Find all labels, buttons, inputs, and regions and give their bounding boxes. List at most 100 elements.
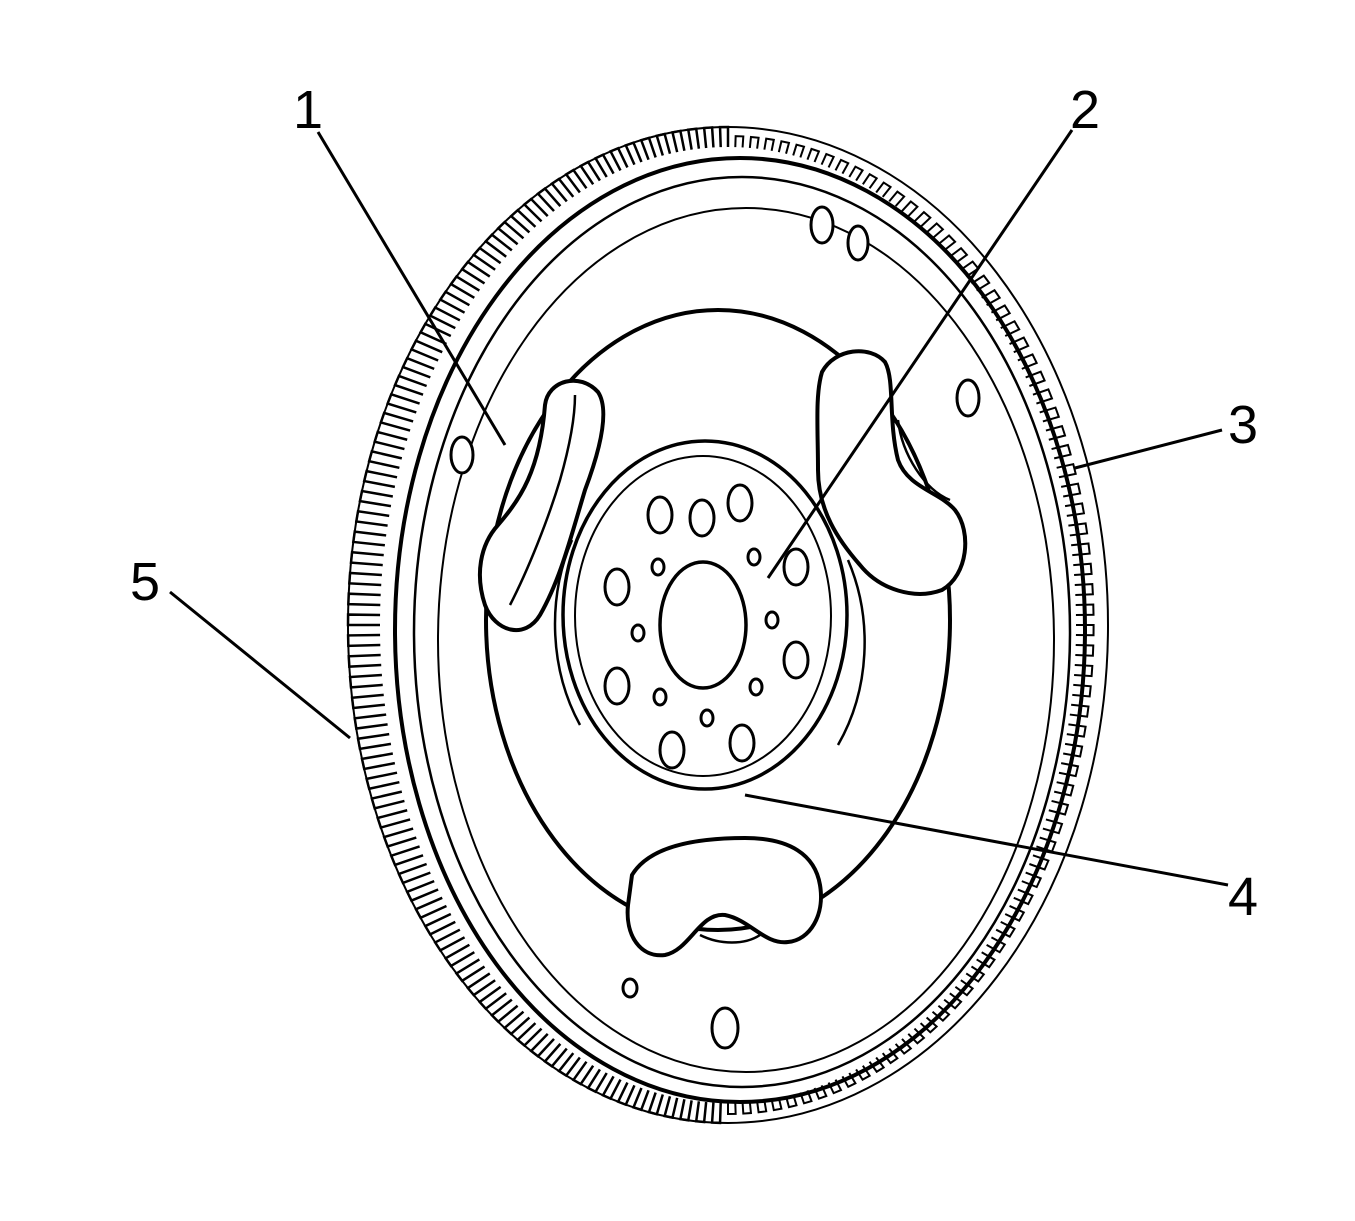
gear-tooth [718,125,730,148]
gear-tooth [358,489,394,508]
gear-tooth [770,1097,783,1112]
gear-tooth [349,550,384,567]
gear-tooth [777,140,791,154]
pilot-bore [658,560,748,690]
pad-upper-right [815,349,968,596]
gear-tooth [949,246,969,264]
bolt-hole [621,977,639,999]
bolt-hole [652,687,668,707]
gear-tooth [1032,388,1054,405]
gear-outer-rim [347,126,1109,1124]
flywheel-plate [393,156,1087,1104]
gear-tooth [346,613,381,627]
callout-3: 3 [1228,395,1258,455]
gear-tooth [1009,336,1030,354]
gear-tooth [353,713,388,730]
gear-tooth [389,845,424,867]
gear-tooth [848,165,865,182]
gear-tooth [423,912,456,936]
gear-tooth [875,181,893,198]
bolt-hole [603,567,631,607]
gear-tooth [376,809,411,830]
gear-tooth [438,290,470,314]
bolt-hole [650,557,666,577]
bolt-hole [630,623,646,643]
gear-tooth [356,732,392,751]
gear-tooth [663,1095,679,1120]
leader-line-1 [316,131,507,446]
gear-tooth [925,222,945,240]
gear-tooth [1000,319,1021,337]
gear-tooth [960,260,980,278]
bolt-hole [726,483,754,523]
gear-tooth [373,430,408,451]
callout-2: 2 [1070,80,1100,140]
bolt-hole [809,205,835,245]
bolt-hole [603,666,631,706]
gear-tooth [702,126,715,149]
gear-tooth [694,1101,708,1124]
gear-tooth [970,274,991,292]
gear-tooth [347,653,382,668]
bolt-hole [710,1006,740,1050]
gear-tooth [346,633,381,648]
gear-tooth [385,392,420,414]
gear-tooth [405,879,439,903]
gear-tooth [365,771,400,791]
gear-tooth [763,137,776,151]
gear-tooth [937,234,957,252]
gear-tooth [981,288,1002,307]
gear-tooth [347,571,382,587]
gear-tooth [348,673,383,689]
bolt-hole [646,495,674,535]
gear-tooth [748,135,760,149]
gear-tooth [741,1101,753,1115]
bolt-hole [748,677,764,697]
gear-tooth [414,896,447,920]
bolt-hole [699,708,715,728]
gear-tooth [350,693,386,710]
gear-tooth [792,143,806,158]
gear-tooth [608,146,629,171]
gear-tooth [678,1098,693,1122]
pad-bottom [625,836,823,958]
gear-tooth [401,356,435,379]
gear-tooth [799,1090,813,1105]
gear-tooth [1039,406,1061,423]
gear-tooth [913,210,932,228]
counterweight-pads [477,349,968,958]
callout-4: 4 [1228,867,1258,927]
gear-tooth [785,1094,798,1109]
leader-lines [169,129,1229,887]
leader-line-3 [1074,428,1223,470]
gear-tooth [354,509,390,527]
bolt-hole [728,723,756,763]
gear-tooth [670,129,686,153]
gear-tooth [862,172,879,189]
bolt-hole [955,378,981,418]
gear-tooth [756,1100,768,1114]
bolt-holes [449,205,981,1050]
gear-tooth [655,132,672,156]
leader-line-4 [744,793,1229,887]
gear-tooth [593,153,615,178]
gear-tooth [631,1087,650,1112]
gear-tooth [616,1082,636,1107]
gear-tooth [813,1084,828,1100]
callout-labels: 1 2 3 4 5 [130,80,1258,927]
callout-5: 5 [130,552,160,612]
gear-tooth [624,141,643,166]
gear-tooth [347,592,381,607]
gear-tooth [834,158,850,175]
leader-line-5 [169,590,351,740]
gear-tooth [710,1102,722,1125]
bolt-hole [782,640,810,680]
pad-upper-left [477,378,606,633]
leader-line-2 [766,129,1074,579]
gear-tooth [1025,370,1046,387]
gear-tooth [367,449,403,470]
gear-tooth [370,790,405,810]
gear-tooth [360,752,396,771]
